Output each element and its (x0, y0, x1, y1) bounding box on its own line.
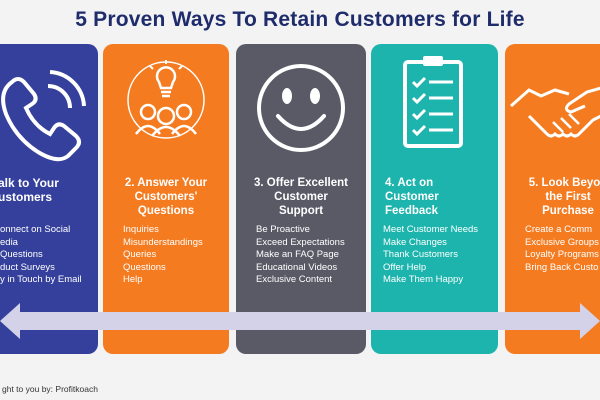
heading-line: Customers' (134, 191, 198, 203)
checklist-icon (371, 52, 498, 172)
card-items: onnect on Social edia Questions duct Sur… (0, 224, 98, 287)
heading-line: Support (278, 205, 324, 217)
list-item: Offer Help (383, 261, 427, 273)
heading-line: Questions (137, 205, 195, 217)
list-item: Be Proactive (256, 224, 310, 235)
list-item: Help (123, 274, 143, 285)
phone-icon (0, 52, 98, 172)
heading-line: 5. Look Beyon (528, 177, 600, 189)
heading-line: alk to Your (0, 176, 59, 190)
list-item: Educational Videos (256, 261, 338, 273)
page-title: 5 Proven Ways To Retain Customers for Li… (75, 8, 525, 31)
card-items: Create a Comm Exclusive Groups Loyalty P… (505, 224, 600, 274)
card-excellent-support: 3. Offer Excellent Customer Support Be P… (236, 44, 366, 354)
smiley-face-icon (236, 52, 366, 172)
list-item: Queries (123, 249, 157, 260)
heading-line: Customer (385, 191, 439, 203)
card-heading: 5. Look Beyon the First Purchase (505, 176, 600, 218)
card-beyond-first-purchase: 5. Look Beyon the First Purchase Create … (505, 44, 600, 354)
list-item: Exclusive Content (256, 274, 333, 285)
list-item: Create a Comm (525, 224, 593, 235)
list-item: y in Touch by Email (0, 274, 82, 285)
idea-team-icon (103, 52, 229, 172)
heading-line: Feedback (385, 205, 439, 217)
list-item: onnect on Social (0, 224, 71, 235)
credit-text: ght to you by: Profitkoach (2, 384, 98, 394)
heading-line: 2. Answer Your (124, 177, 208, 189)
list-item: edia (0, 236, 18, 248)
heading-line: the First (545, 191, 591, 203)
heading-line: 4. Act on (385, 177, 434, 189)
card-heading: 4. Act on Customer Feedback (371, 176, 498, 218)
list-item: Loyalty Programs (525, 249, 599, 260)
card-act-on-feedback: 4. Act on Customer Feedback Meet Custome… (371, 44, 498, 354)
heading-line: 3. Offer Excellent (254, 177, 348, 189)
card-answer-questions: 2. Answer Your Customers' Questions Inqu… (103, 44, 229, 354)
list-item: Questions (123, 261, 166, 273)
list-item: Make Changes (383, 236, 447, 248)
card-items: Be Proactive Exceed Expectations Make an… (236, 224, 366, 287)
heading-line: ustomers (0, 190, 53, 204)
list-item: Questions (0, 249, 43, 260)
card-talk-to-customers: alk to Your ustomers onnect on Social ed… (0, 44, 98, 354)
card-items: Meet Customer Needs Make Changes Thank C… (371, 224, 498, 287)
list-item: Make an FAQ Page (256, 249, 339, 260)
list-item: Inquiries (123, 224, 159, 235)
list-item: Make Them Happy (383, 274, 464, 285)
list-item: Thank Customers (383, 249, 458, 260)
list-item: Exceed Expectations (256, 236, 345, 248)
card-heading: 2. Answer Your Customers' Questions (103, 176, 229, 218)
heading-line: Customer (274, 191, 328, 203)
double-arrow-icon (0, 303, 600, 339)
list-item: duct Surveys (0, 261, 55, 273)
list-item: Misunderstandings (123, 236, 203, 248)
list-item: Bring Back Custo (525, 261, 599, 273)
list-item: Exclusive Groups (525, 236, 599, 248)
card-heading: alk to Your ustomers (0, 176, 98, 204)
list-item: Meet Customer Needs (383, 224, 479, 235)
card-items: Inquiries Misunderstandings Queries Ques… (103, 224, 229, 287)
heading-line: Purchase (542, 205, 594, 217)
handshake-icon (505, 52, 600, 172)
card-heading: 3. Offer Excellent Customer Support (236, 176, 366, 218)
